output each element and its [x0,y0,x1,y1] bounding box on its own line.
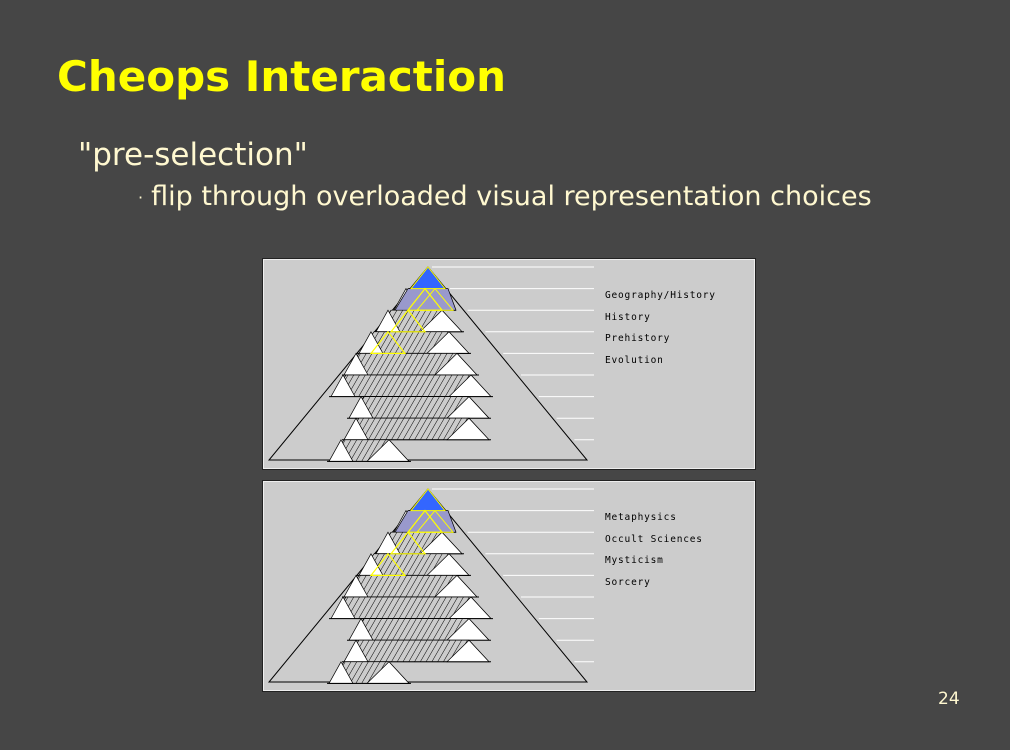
cheops-tree-diagram[interactable] [264,482,754,690]
outer-triangle [267,488,589,683]
highlighted-node-triangle [369,330,407,355]
highlighted-node-triangle [406,509,444,533]
bullet-item: · flip through overloaded visual represen… [138,181,872,212]
cheops-panel-2[interactable]: Metaphysics Occult Sciences Mysticism So… [262,480,756,692]
slide-title: Cheops Interaction [57,52,507,101]
cheops-panel-1[interactable]: Geography/History History Prehistory Evo… [262,258,756,470]
path-label: Prehistory [605,333,671,345]
highlighted-node-triangle [389,309,427,333]
path-labels: Metaphysics Occult Sciences Mysticism So… [605,512,703,599]
highlighted-node-triangle [389,531,427,555]
highlighted-node-triangle [369,552,407,577]
path-label: Geography/History [605,290,716,301]
path-label: Occult Sciences [605,533,703,545]
highlighted-node-triangle [406,287,444,311]
page-number: 24 [938,689,960,709]
subtitle: "pre-selection" [78,137,308,173]
path-label: History [605,311,651,323]
path-label: Sorcery [605,577,651,589]
root-node-triangle [409,266,447,290]
path-label: Mysticism [605,555,664,567]
root-node-triangle [409,488,447,512]
path-label: Metaphysics [605,512,677,523]
cheops-tree-diagram[interactable] [264,260,754,468]
path-labels: Geography/History History Prehistory Evo… [605,290,716,377]
bullet-text: flip through overloaded visual represent… [151,181,872,212]
path-label: Evolution [605,355,664,367]
outer-triangle [267,266,589,461]
bullet-marker: · [138,188,144,207]
